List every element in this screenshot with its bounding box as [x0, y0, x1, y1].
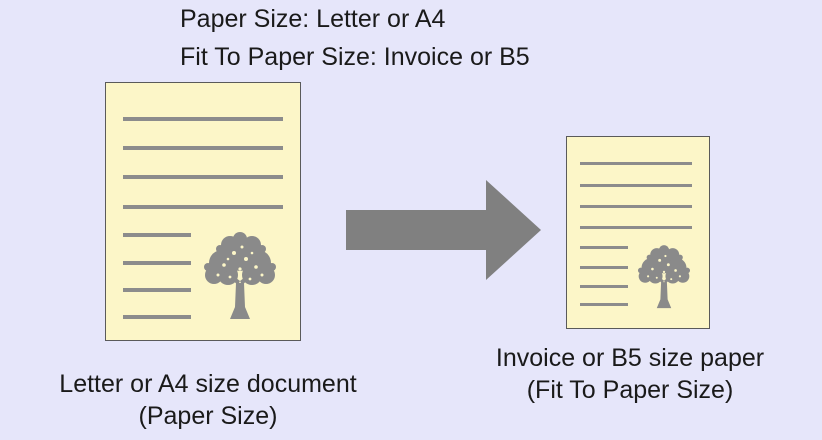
text-line	[580, 162, 692, 165]
text-line	[123, 261, 191, 265]
text-line	[580, 184, 692, 187]
letter-a4-document	[105, 82, 301, 341]
text-line	[580, 303, 628, 306]
fit-to-paper-size-label: Fit To Paper Size: Invoice or B5	[180, 43, 530, 71]
text-line	[123, 205, 283, 209]
text-line	[123, 233, 191, 237]
text-line	[580, 205, 692, 208]
tree-icon	[637, 245, 691, 309]
text-line	[123, 175, 283, 179]
left-document-caption: Letter or A4 size document (Paper Size)	[18, 368, 398, 432]
text-line	[580, 266, 628, 269]
text-line	[123, 146, 283, 150]
right-arrow-icon	[346, 180, 541, 280]
invoice-b5-paper	[566, 136, 710, 329]
caption-line: (Fit To Paper Size)	[526, 376, 734, 404]
text-line	[123, 315, 191, 319]
caption-line: (Paper Size)	[138, 402, 278, 430]
caption-line: Invoice or B5 size paper	[495, 344, 765, 372]
tree-icon	[204, 232, 276, 319]
right-document-caption: Invoice or B5 size paper (Fit To Paper S…	[440, 342, 820, 406]
paper-size-label: Paper Size: Letter or A4	[180, 5, 446, 33]
text-line	[580, 246, 628, 249]
text-line	[123, 288, 191, 292]
caption-line: Letter or A4 size document	[59, 370, 357, 398]
text-line	[580, 285, 628, 288]
text-line	[580, 226, 692, 229]
text-line	[123, 117, 283, 121]
